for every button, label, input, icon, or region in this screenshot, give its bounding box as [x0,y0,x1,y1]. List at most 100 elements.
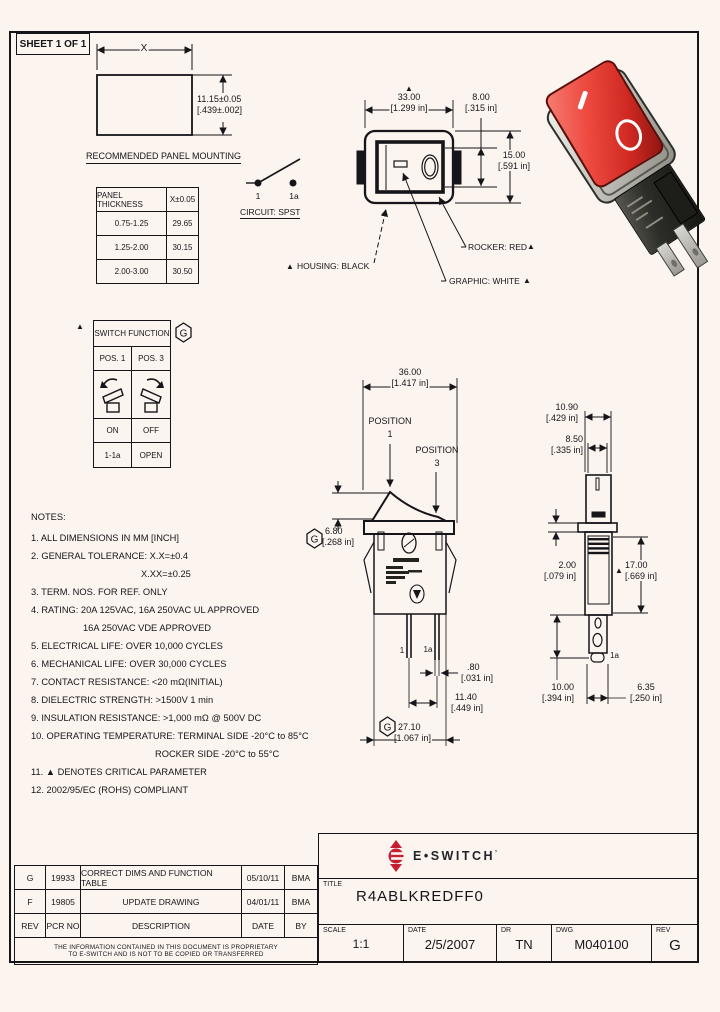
pos3-state: OFF [143,426,159,435]
position1-label: POSITION [368,416,412,426]
flange-thickness-dim: 2.00 [.079 in] [543,560,576,581]
notes-block: NOTES: 1. ALL DIMENSIONS IN MM [INCH] 2.… [31,512,331,803]
note-line: 8. DIELECTRIC STRENGTH: >1500V 1 min [31,695,214,705]
critical-flag-icon: ▲ [523,276,531,285]
switch-terminal [655,241,685,277]
circuit-symbol [246,158,301,187]
critical-flag-icon: ▲ [615,566,623,575]
critical-flag-icon: ▲ [405,84,413,93]
col-header-thickness: PANEL THICKNESS [97,188,167,211]
panel-dim-x: X [139,43,149,55]
terminal-width-dim: 6.35 [.250 in] [629,682,663,703]
front-height-dim: 15.00 [.591 in] [496,150,532,172]
note-line: 3. TERM. NOS. FOR REF. ONLY [31,587,168,597]
brand-row: E•SWITCH’ [319,834,698,879]
pos1-circuit: 1-1a [94,443,132,467]
revision-row: F 19805 UPDATE DRAWING 04/01/11 BMA [15,890,317,914]
note-line: 7. CONTACT RESISTANCE: <20 mΩ(INITIAL) [31,677,223,687]
position3-number: 3 [434,458,440,468]
face-markings [386,558,422,584]
sheet-label-text: SHEET 1 OF 1 [19,38,87,50]
circuit-terminal-1: 1 [255,191,261,201]
note-line: 5. ELECTRICAL LIFE: OVER 10,000 CYCLES [31,641,223,651]
pos1-header: POS. 1 [94,347,132,370]
rocker-callout: ROCKER: RED [468,242,528,252]
proprietary-note: THE INFORMATION CONTAINED IN THIS DOCUME… [54,944,278,958]
dr-cell: DR TN [497,925,552,963]
body-width-dim: 27.10 [1.067 in] [394,722,433,744]
critical-flag-icon: ▲ [527,242,535,251]
sheet-label: SHEET 1 OF 1 [16,33,90,55]
note-line: 4. RATING: 20A 125VAC, 16A 250VAC UL APP… [31,605,260,615]
note-line: 16A 250VAC VDE APPROVED [83,623,211,633]
profile-terminal-1: 1 [399,646,405,655]
profile-view-lines [332,378,460,746]
svg-text:G: G [384,723,392,734]
rev-cell: REV G [656,927,681,954]
brand-name: E•SWITCH’ [413,849,500,863]
profile-terminal-1a: 1a [423,645,433,654]
note-line: 10. OPERATING TEMPERATURE: TERMINAL SIDE… [31,731,309,741]
note-line: X.XX=±0.25 [141,569,191,579]
eswitch-logo-icon [388,840,405,872]
revision-flag: G [379,716,396,737]
function-table-title: SWITCH FUNCTION [94,329,170,338]
note-line: 11. ▲ DENOTES CRITICAL PARAMETER [31,767,207,777]
pos3-header: POS. 3 [138,354,164,363]
front-rocker-dim: 8.00 [.315 in] [463,92,499,114]
profile-width-dim: 36.00 [1.417 in] [390,367,430,389]
rocker-off-mark [611,115,647,155]
revision-header-row: REV PCR NO DESCRIPTION DATE BY [15,914,317,938]
flange-width-dim: 10.90 [.429 in] [545,402,578,423]
note-line: 2. GENERAL TOLERANCE: X.X=±0.4 [31,551,189,561]
notes-title: NOTES: [31,512,66,522]
rocker-height-dim: 6.80 [.268 in] [322,526,355,547]
position3-label: POSITION [415,445,459,455]
switch-3d [539,56,720,277]
dwg-cell: DWG M040100 [552,925,652,963]
revision-table: G 19933 CORRECT DIMS AND FUNCTION TABLE … [14,865,318,965]
panel-cutout-lines [97,44,232,136]
rocker-width-dim: 8.50 [.335 in] [550,434,583,455]
critical-flag-icon: ▲ [76,322,84,331]
pos3-circuit: OPEN [139,450,163,460]
note-line: 6. MECHANICAL LIFE: OVER 30,000 CYCLES [31,659,227,669]
body-height-dim: 17.00 [.669 in] [624,560,659,582]
part-number: R4ABLKREDFF0 [356,888,484,905]
critical-flag-icon: ▲ [286,262,294,271]
date-cell: DATE 2/5/2007 [404,925,497,963]
callout-leaders [373,172,467,282]
svg-text:G: G [311,535,319,546]
position1-number: 1 [387,429,393,439]
side-terminal-1a: 1a [610,651,619,660]
trademark-mark: ’ [495,849,500,857]
panel-mounting-heading: RECOMMENDED PANEL MOUNTING [86,151,242,164]
circuit-terminal-1a: 1a [289,191,299,201]
graphic-callout: GRAPHIC: WHITE [449,276,520,286]
revision-row: G 19933 CORRECT DIMS AND FUNCTION TABLE … [15,866,317,890]
front-width-dim: 33.00 [1.299 in] [389,92,429,114]
revision-flag: G [175,322,192,343]
terminal-thickness-dim: .80 [.031 in] [461,662,494,683]
table-row: 1.25-2.00 30.15 [97,236,198,260]
panel-thickness-table: PANEL THICKNESS X±0.05 0.75-1.25 29.65 1… [96,187,199,284]
note-line: 12. 2002/95/EC (ROHS) COMPLIANT [31,785,189,795]
revision-flag: G [306,528,323,549]
panel-dim-height: 11.15±0.05 [.439±.002] [197,94,242,115]
pos1-state: ON [94,419,132,442]
terminal-length-dim: 10.00 [.394 in] [541,682,574,703]
switch-function-table: SWITCH FUNCTION POS. 1 POS. 3 ON OFF [93,320,171,468]
title-row: TITLE R4ABLKREDFF0 [319,879,698,925]
table-header-row: PANEL THICKNESS X±0.05 [97,188,198,212]
col-header-x: X±0.05 [169,195,196,204]
title-label: TITLE [323,881,343,888]
svg-text:G: G [180,329,188,340]
rocker-on-mark [577,90,589,110]
note-line: 9. INSULATION RESISTANCE: >1,000 mΩ @ 50… [31,713,262,723]
title-block-fields: SCALE 1:1 DATE 2/5/2007 DR TN DWG M04010… [319,925,698,963]
table-row: 2.00-3.00 30.50 [97,260,198,283]
note-line: ROCKER SIDE -20°C to 55°C [155,749,280,759]
scale-cell: SCALE 1:1 [319,925,404,963]
note-line: 1. ALL DIMENSIONS IN MM [INCH] [31,533,179,543]
housing-callout: HOUSING: BLACK [297,261,370,271]
